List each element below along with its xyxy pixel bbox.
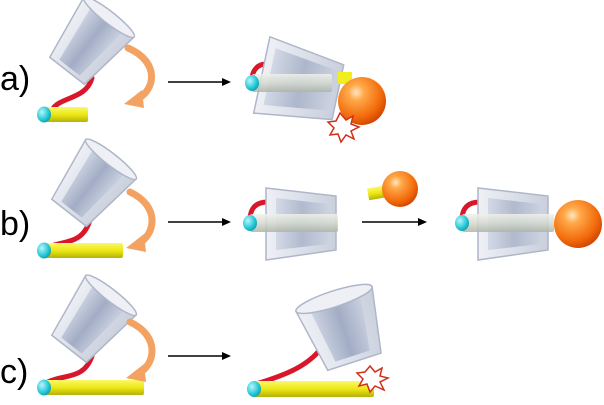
stopper-ball	[338, 77, 386, 125]
clash-star-icon	[355, 364, 391, 394]
stopper-ball	[554, 200, 602, 248]
axle-rod	[250, 214, 338, 232]
axle-rod	[44, 107, 88, 122]
row-c-product	[247, 283, 391, 397]
reaction-arrow	[168, 78, 231, 86]
axle-end-cap	[245, 75, 259, 91]
stopper-linker	[338, 72, 352, 84]
row-label-a: a)	[0, 60, 30, 98]
axle-rod	[462, 214, 554, 232]
curved-arrow-head	[126, 234, 146, 252]
axle-rod	[44, 380, 144, 395]
row-b-product	[455, 187, 602, 261]
cone-ring	[294, 283, 382, 372]
axle-end-cap	[455, 215, 469, 231]
clash-star-icon	[326, 111, 361, 144]
row-c-reactant	[37, 274, 156, 396]
axle-end-cap	[37, 106, 51, 123]
stopper-ball	[382, 171, 418, 207]
axle-rod	[254, 381, 374, 397]
row-a-reactant	[37, 0, 155, 123]
row-label-b: b)	[0, 205, 30, 243]
reaction-arrow	[168, 218, 231, 226]
axle-end-cap	[37, 242, 51, 259]
linker-chain	[49, 75, 95, 113]
reaction-arrow	[168, 352, 231, 360]
row-b-intermediate	[243, 187, 338, 261]
free-stopper	[367, 171, 418, 207]
axle-rod	[44, 243, 123, 258]
axle-end-cap	[247, 381, 261, 397]
row-b-reactant	[37, 138, 156, 259]
axle-rod	[252, 74, 332, 92]
cone-ring	[48, 0, 136, 86]
cone-ring	[50, 274, 138, 364]
stopper-linker	[367, 185, 385, 201]
curved-arrow	[126, 318, 156, 378]
linker-chain	[253, 349, 321, 387]
curved-arrow-head	[126, 364, 146, 382]
curved-arrow-head	[124, 90, 144, 108]
curved-arrow	[126, 188, 156, 248]
row-a-product	[245, 35, 386, 144]
cone-ring	[50, 138, 138, 228]
axle-end-cap	[37, 379, 51, 396]
row-label-c: c)	[0, 353, 28, 391]
reaction-arrow	[362, 218, 427, 226]
axle-end-cap	[243, 215, 257, 231]
